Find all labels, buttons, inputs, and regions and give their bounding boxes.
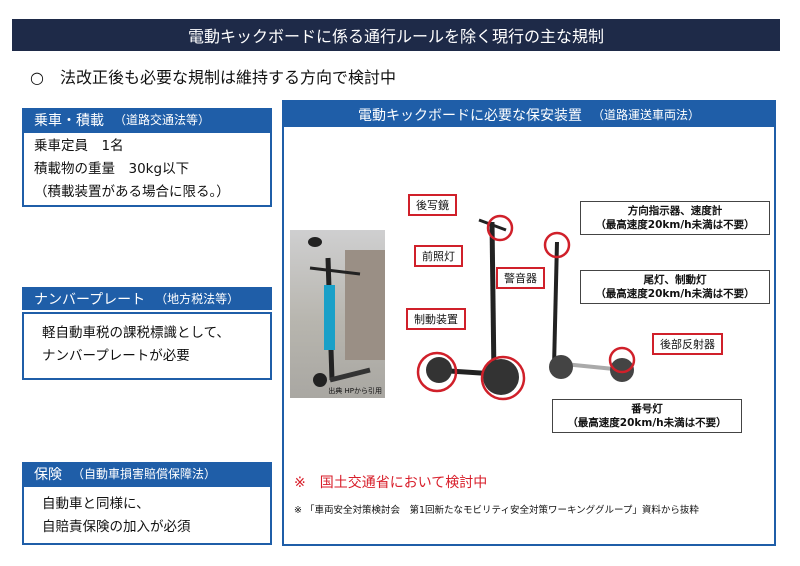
label-line: （最高速度20km/h未満は不要） xyxy=(595,219,755,231)
note-under-review: ※ 国土交通省において検討中 xyxy=(294,475,488,491)
panel-title: 電動キックボードに必要な保安装置 xyxy=(357,107,582,124)
scooter-street-image xyxy=(308,237,385,387)
section-law: （道路交通法等） xyxy=(114,113,211,127)
label-license-plate-light: 番号灯 （最高速度20km/h未満は不要） xyxy=(552,399,742,433)
line: ナンバープレートが必要 xyxy=(42,348,190,364)
scooter-photo: 出典 HPから引用 xyxy=(290,230,385,398)
label-rear-mirror: 後写鏡 xyxy=(408,194,457,216)
label-line: （最高速度20km/h未満は不要） xyxy=(567,417,727,429)
label-line: 番号灯 xyxy=(631,403,663,415)
panel-law: （道路運送車両法） xyxy=(591,108,700,122)
line: 積載物の重量 30kg以下 xyxy=(34,161,190,177)
bullet-circle-icon: ○ xyxy=(30,68,44,87)
section-body-insurance: 自動車と同様に、 自賠責保険の加入が必須 xyxy=(22,485,272,545)
label-horn: 警音器 xyxy=(496,267,545,289)
section-header-plate: ナンバープレート （地方税法等） xyxy=(22,287,272,310)
subheading-text: 法改正後も必要な規制は維持する方向で検討中 xyxy=(59,68,396,87)
section-header-boarding: 乗車・積載 （道路交通法等） xyxy=(22,108,272,131)
line: 軽自動車税の課税標識として、 xyxy=(42,325,230,341)
label-tail-brake-light: 尾灯、制動灯 （最高速度20km/h未満は不要） xyxy=(580,270,770,304)
section-header-insurance: 保険 （自動車損害賠償保障法） xyxy=(22,462,272,485)
label-turn-signal-speedometer: 方向指示器、速度計 （最高速度20km/h未満は不要） xyxy=(580,201,770,235)
label-rear-reflector: 後部反射器 xyxy=(652,333,723,355)
line: 自動車と同様に、 xyxy=(42,496,150,512)
label-line: 方向指示器、速度計 xyxy=(627,205,723,217)
label-line: 尾灯、制動灯 xyxy=(643,274,707,286)
scooter-diagram xyxy=(416,214,636,401)
section-body-plate: 軽自動車税の課税標識として、 ナンバープレートが必要 xyxy=(22,312,272,380)
line: （積載装置がある場合に限る。） xyxy=(34,184,230,200)
section-title: 保険 xyxy=(34,466,62,483)
page-title: 電動キックボードに係る通行ルールを除く現行の主な規制 xyxy=(12,19,780,51)
line: 乗車定員 1名 xyxy=(34,138,124,154)
section-law: （自動車損害賠償保障法） xyxy=(72,467,217,481)
note-source: ※ 「車両安全対策検討会 第1回新たなモビリティ安全対策ワーキンググループ」資料… xyxy=(294,505,699,516)
line: 自賠責保険の加入が必須 xyxy=(42,519,191,535)
subheading: ○ 法改正後も必要な規制は維持する方向で検討中 xyxy=(30,64,396,88)
label-headlight: 前照灯 xyxy=(414,245,463,267)
label-line: （最高速度20km/h未満は不要） xyxy=(595,288,755,300)
photo-caption: 出典 HPから引用 xyxy=(328,387,382,395)
section-law: （地方税法等） xyxy=(155,292,240,306)
section-title: 乗車・積載 xyxy=(34,112,104,129)
panel-header: 電動キックボードに必要な保安装置 （道路運送車両法） xyxy=(284,102,774,127)
safety-equipment-panel: 電動キックボードに必要な保安装置（道路運送車両法） 出典 HPから引用 後写鏡 … xyxy=(282,100,776,546)
section-body-boarding: 乗車定員 1名 積載物の重量 30kg以下 （積載装置がある場合に限る。） xyxy=(22,131,272,207)
section-title: ナンバープレート xyxy=(34,291,146,308)
label-brake: 制動装置 xyxy=(406,308,466,330)
